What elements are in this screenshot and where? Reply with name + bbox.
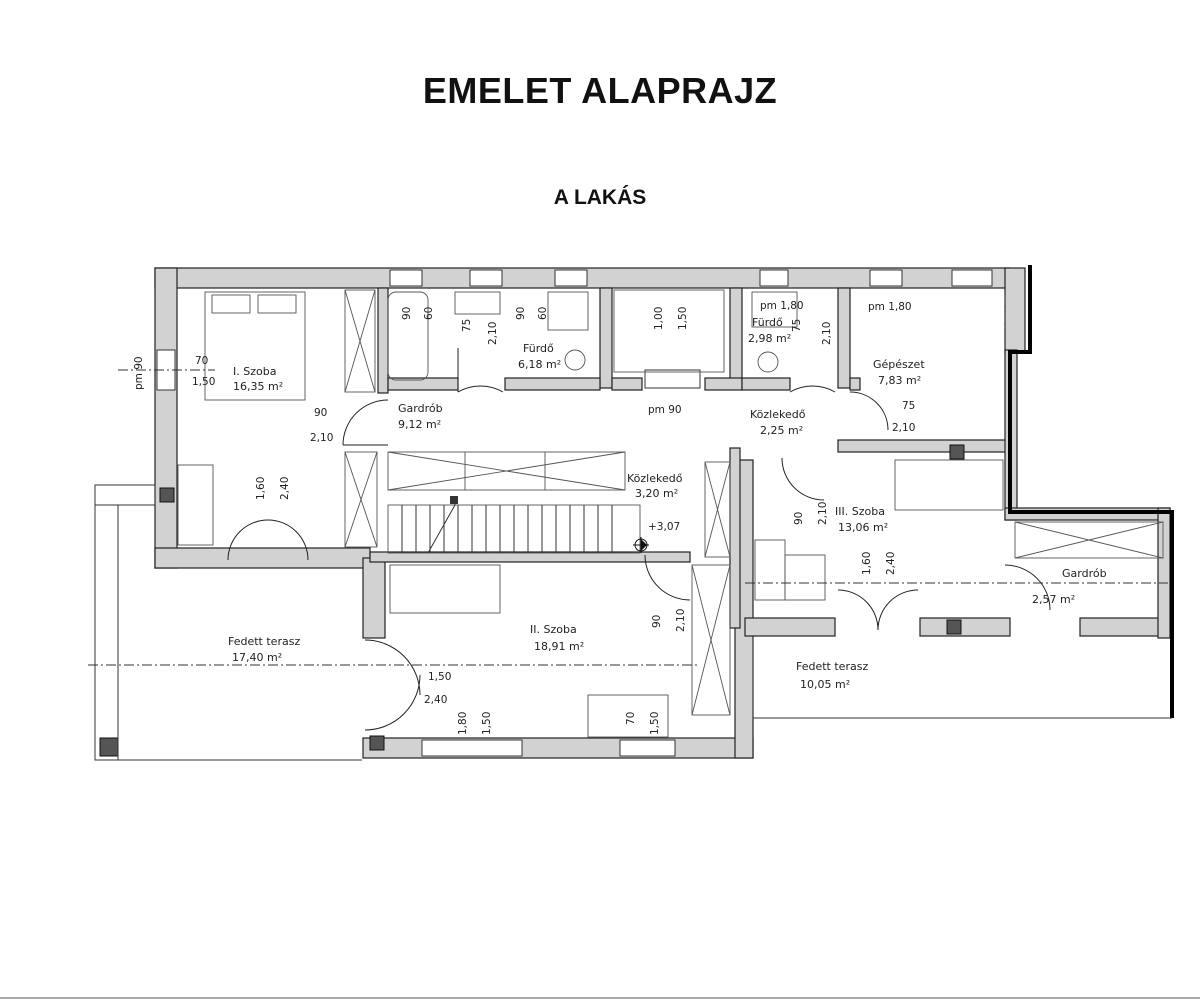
room-name-terasz2: Fedett terasz [796,660,868,673]
dim-label: 2,10 [821,322,833,345]
room-name-kozlekedo1: Közlekedő [750,408,806,421]
room-name-furdo1: Fürdő [523,342,554,355]
dim-label: 75 [461,319,473,332]
dim-label: 2,10 [675,609,687,632]
dim-label: 90 [651,615,663,628]
room-area-terasz2: 10,05 m² [800,678,850,691]
columns [99,444,965,757]
windows [156,269,993,757]
room-area-kozlekedo2: 3,20 m² [635,487,678,500]
dim-label: 2,10 [487,322,499,345]
room-area-gardrob2: 2,57 m² [1032,593,1075,606]
dim-label: 2,40 [424,694,447,706]
room-name-szoba3: III. Szoba [835,505,885,518]
dim-label: 75 [902,400,915,412]
bottom-border [0,997,1200,999]
dim-label: 1,60 [255,477,267,500]
room-area-terasz1: 17,40 m² [232,651,282,664]
dim-label: pm 90 [133,356,145,390]
room-area-kozlekedo1: 2,25 m² [760,424,803,437]
room-name-furdo2: Fürdő [752,316,783,329]
dim-label: +3,07 [648,521,680,533]
room-name-szoba2: II. Szoba [530,623,577,636]
room-area-furdo2: 2,98 m² [748,332,791,345]
dimension-labels: pm 90 70 1,50 90 2,10 90 60 75 2,10 90 6… [133,300,915,735]
room-area-gardrob1: 9,12 m² [398,418,441,431]
dim-label: pm 90 [648,404,682,416]
room-area-furdo1: 6,18 m² [518,358,561,371]
room-area-gepeszet: 7,83 m² [878,374,921,387]
dim-label: 1,50 [677,307,689,330]
page-title: EMELET ALAPRAJZ [422,70,778,111]
furniture [177,289,1164,738]
dim-label: 2,10 [310,432,333,444]
dim-label: 90 [515,307,527,320]
room-labels: I. Szoba 16,35 m² Gardrób 9,12 m² Fürdő … [228,316,1107,691]
dim-label: 2,10 [817,502,829,525]
room-name-gepeszet: Gépészet [873,358,925,371]
dim-label: 1,50 [481,712,493,735]
axis-lines [88,295,1168,666]
room-area-szoba1: 16,35 m² [233,380,283,393]
dim-label: 75 [791,319,803,332]
dim-label: 2,10 [892,422,915,434]
dim-label: pm 1,80 [760,300,804,312]
dim-label: 1,00 [653,307,665,330]
room-area-szoba2: 18,91 m² [534,640,584,653]
doors [227,348,1051,731]
room-name-gardrob2: Gardrób [1062,567,1107,580]
terrace-outlines [94,484,1172,761]
dim-label: 90 [401,307,413,320]
facade-lines [1008,265,1174,718]
room-name-terasz1: Fedett terasz [228,635,300,648]
dim-label: 70 [625,712,637,725]
dim-label: 1,50 [649,712,661,735]
room-name-szoba1: I. Szoba [233,365,276,378]
room-name-gardrob1: Gardrób [398,402,443,415]
level-marker [633,537,649,553]
dim-label: 1,50 [192,376,215,388]
dim-label: 2,40 [279,477,291,500]
room-area-szoba3: 13,06 m² [838,521,888,534]
dim-label: 70 [195,355,208,367]
dim-label: 1,80 [457,712,469,735]
dim-label: 90 [314,407,327,419]
page-subtitle: A LAKÁS [553,186,647,209]
room-name-kozlekedo2: Közlekedő [627,472,683,485]
dim-label: 60 [537,307,549,320]
dim-label: 1,60 [861,552,873,575]
dim-label: 1,50 [428,671,451,683]
staircase [387,496,641,554]
dim-label: 90 [793,512,805,525]
dim-label: 60 [423,307,435,320]
dim-label: pm 1,80 [868,301,912,313]
dim-label: 2,40 [885,552,897,575]
